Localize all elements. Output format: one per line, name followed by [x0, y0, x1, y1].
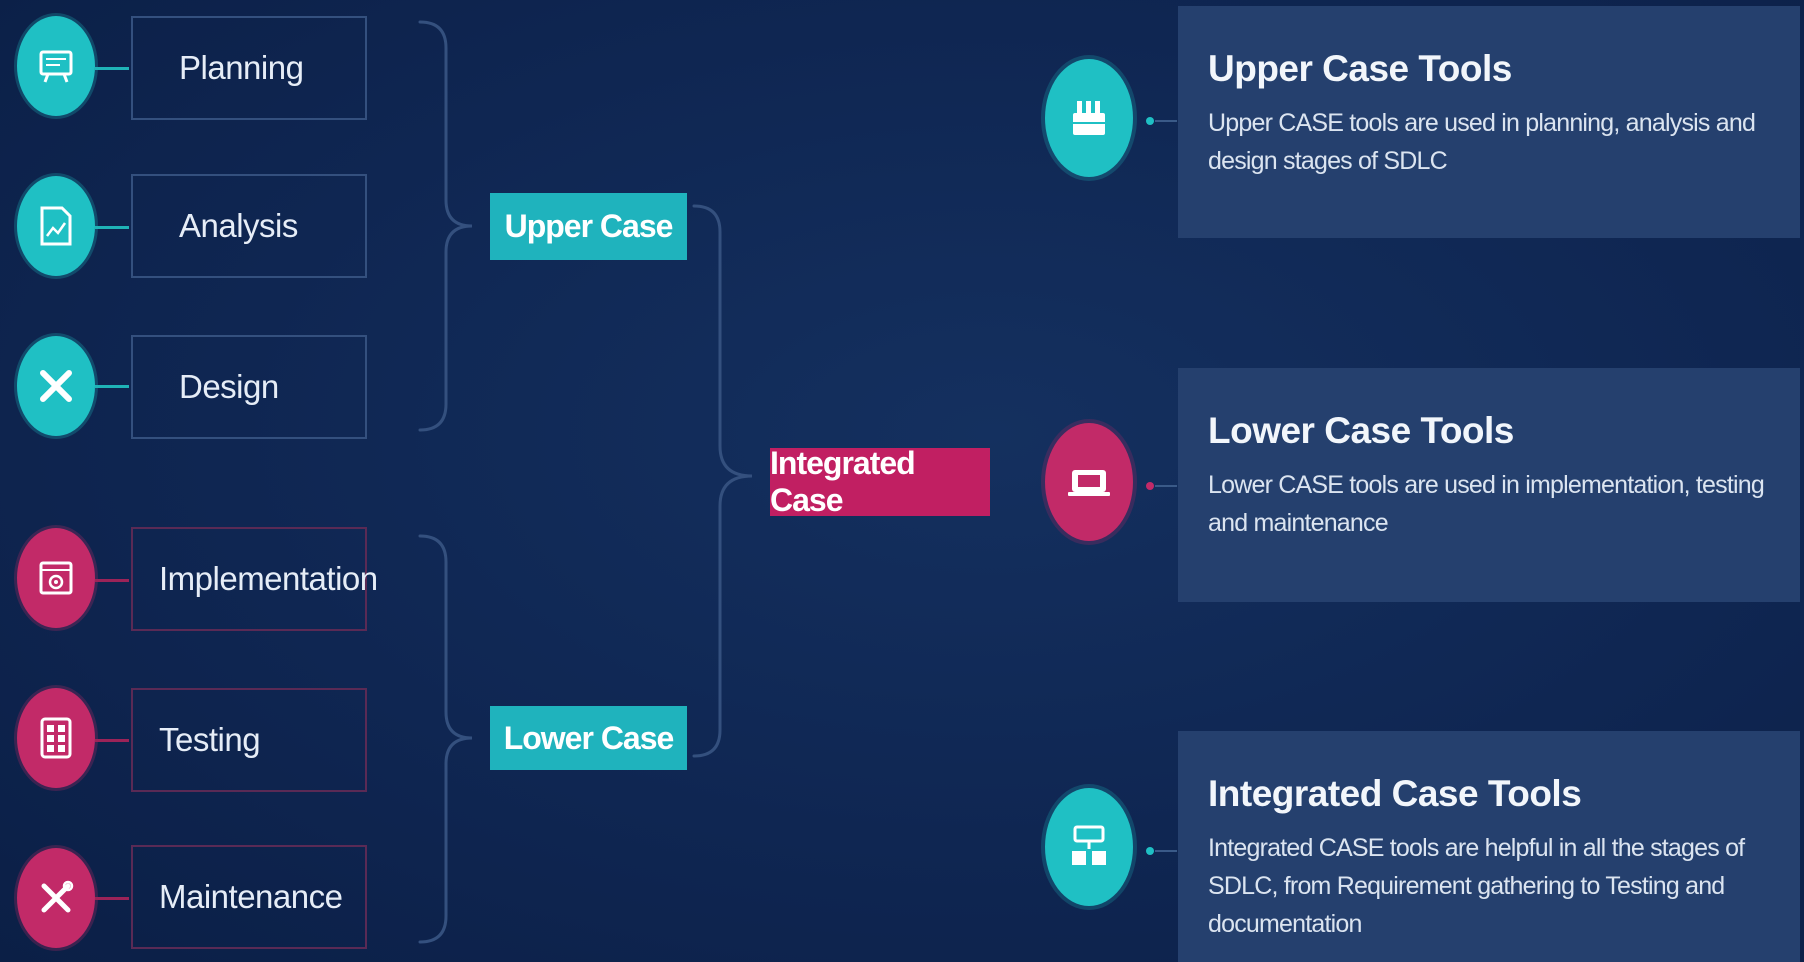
- stage-analysis: Analysis: [131, 174, 367, 278]
- integrated-case-tag: Integrated Case: [770, 445, 990, 518]
- lower-case-tag: Lower Case: [490, 706, 687, 770]
- connector-dot: [1146, 847, 1154, 855]
- stage-label: Analysis: [179, 207, 298, 244]
- stage-label: Implementation: [159, 560, 378, 597]
- stage-connector: [95, 385, 129, 388]
- card-connector: [1155, 120, 1177, 122]
- stage-connector: [95, 579, 129, 582]
- grid-checklist-icon: [17, 688, 95, 788]
- upper-case-tools-card: Upper Case Tools Upper CASE tools are us…: [1178, 6, 1800, 238]
- card-title: Upper Case Tools: [1208, 48, 1512, 89]
- card-title: Lower Case Tools: [1208, 410, 1514, 451]
- stage-label: Maintenance: [159, 878, 343, 915]
- stage-label: Testing: [159, 721, 261, 758]
- stage-planning: Planning: [131, 16, 367, 120]
- stage-label: Design: [179, 368, 279, 405]
- stage-testing: Testing: [131, 688, 367, 792]
- stage-implementation: Implementation: [131, 527, 378, 631]
- chart-document-icon: [17, 176, 95, 276]
- pencil-ruler-icon: [17, 336, 95, 436]
- toolbox-icon: [1045, 59, 1133, 177]
- gear-window-icon: [17, 528, 95, 628]
- stage-label: Planning: [179, 49, 304, 86]
- stage-maintenance: Maintenance: [131, 845, 367, 949]
- card-description: Lower CASE tools are used in implementat…: [1208, 471, 1765, 537]
- lower-stages-bracket: [418, 534, 473, 944]
- upper-stages-bracket: [418, 20, 473, 432]
- stage-design: Design: [131, 335, 367, 439]
- board-icon: [17, 16, 95, 116]
- wrench-screwdriver-icon: [17, 848, 95, 948]
- card-description: Upper CASE tools are used in planning, a…: [1208, 109, 1756, 175]
- card-connector: [1155, 850, 1177, 852]
- stage-connector: [95, 897, 129, 900]
- card-connector: [1155, 485, 1177, 487]
- connector-dot: [1146, 117, 1154, 125]
- card-description: Integrated CASE tools are helpful in all…: [1208, 834, 1745, 938]
- card-title: Integrated Case Tools: [1208, 773, 1582, 814]
- stage-connector: [95, 226, 129, 229]
- flowchart-icon: [1045, 788, 1133, 906]
- upper-case-tag: Upper Case: [490, 193, 687, 260]
- integrated-bracket: [692, 204, 753, 758]
- integrated-case-tools-card: Integrated Case Tools Integrated CASE to…: [1178, 731, 1800, 962]
- connector-dot: [1146, 482, 1154, 490]
- stage-connector: [95, 739, 129, 742]
- laptop-icon: [1045, 423, 1133, 541]
- lower-case-tools-card: Lower Case Tools Lower CASE tools are us…: [1178, 368, 1800, 602]
- stage-connector: [95, 67, 129, 70]
